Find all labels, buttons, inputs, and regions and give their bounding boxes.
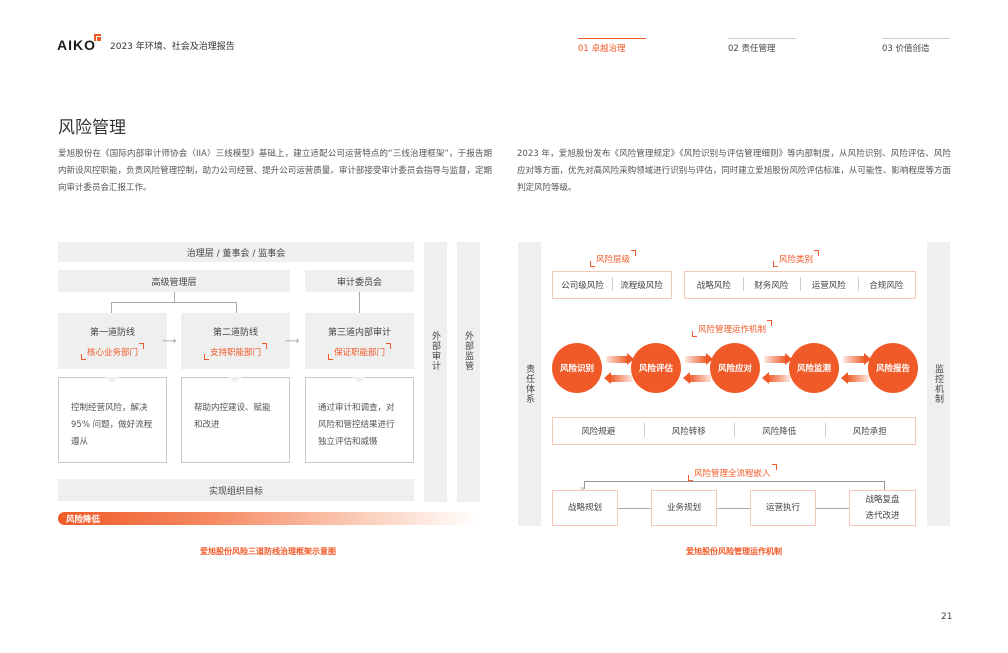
pointer-notch: [228, 377, 242, 383]
third-line-description: 通过审计和调查，对风险和管控结果进行独立评估和威慑: [305, 377, 414, 463]
logo-text: AIKO: [57, 37, 96, 53]
arrow-right-icon: [685, 353, 713, 365]
senior-management-bar: 高级管理层: [58, 270, 290, 292]
step-risk-monitoring: 风险监测: [789, 343, 839, 393]
mechanism-label: 风险管理运作机制: [692, 320, 773, 337]
right-diagram-caption: 爱旭股份风险管理运作机制: [686, 547, 782, 556]
embed-label: 风险管理全流程嵌入: [688, 464, 777, 481]
flow-business-planning: 业务规划: [651, 490, 717, 526]
risk-reduction-bar: 风险降低: [58, 512, 478, 525]
third-line-title: 第三道内部审计: [327, 327, 391, 338]
second-line-title: 第二道防线: [212, 327, 258, 338]
risk-response-item: 风险转移: [643, 423, 735, 437]
arrow-left-icon: [604, 372, 632, 384]
connector-line: [359, 292, 360, 313]
first-line-description: 控制经营风险，解决 95% 问题，做好流程遵从: [58, 377, 167, 463]
logo-square-icon: [94, 34, 101, 41]
step-risk-assessment: 风险评估: [631, 343, 681, 393]
second-line-box: 第二道防线 支持职能部门: [181, 313, 290, 369]
flow-connector: [717, 508, 750, 509]
section-title: 风险管理: [58, 118, 126, 138]
second-line-tag: 支持职能部门: [203, 342, 268, 360]
connector-line: [111, 302, 237, 303]
first-line-tag: 核心业务部门: [80, 342, 145, 360]
governance-bar: 治理层 / 董事会 / 监事会: [58, 242, 414, 262]
flow-connector: [816, 508, 849, 509]
first-line-box: 第一道防线 核心业务部门: [58, 313, 167, 369]
flow-review-line-1: 战略复盘: [865, 495, 900, 505]
pointer-notch: [105, 377, 119, 383]
embed-heading: 风险管理全流程嵌入: [688, 461, 777, 481]
connector-line: [236, 302, 237, 313]
risk-type-heading: 风险类别: [773, 247, 820, 267]
connector-line: [174, 292, 175, 302]
second-line-description: 帮助内控建设、赋能和改进: [181, 377, 290, 463]
risk-level-item: 流程级风险: [612, 277, 671, 291]
risk-responses-box: 风险规避 风险转移 风险降低 风险承担: [552, 417, 916, 445]
arrow-down-icon: ∨: [580, 485, 586, 493]
risk-reduction-label: 风险降低: [66, 515, 101, 525]
feedback-loop-line: [584, 481, 884, 482]
organization-goal-bar: 实现组织目标: [58, 479, 414, 501]
third-line-box: 第三道内部审计 保证职能部门: [305, 313, 414, 369]
monitoring-mechanism-label: 监控机制: [933, 364, 943, 404]
external-audit-label: 外部审计: [430, 331, 440, 371]
risk-types-box: 战略风险 财务风险 运营风险 合规风险: [684, 271, 916, 299]
first-line-title: 第一道防线: [89, 327, 135, 338]
arrow-right-icon: [843, 353, 871, 365]
page-number: 21: [941, 612, 953, 622]
feedback-loop-line: [884, 481, 885, 490]
arrow-right-icon: ⟶: [162, 336, 177, 347]
step-risk-identification: 风险识别: [552, 343, 602, 393]
intro-paragraph-left: 爱旭股份在《国际内部审计师协会（IIA）三线模型》基础上，建立适配公司运营特点的…: [58, 149, 492, 193]
risk-response-item: 风险降低: [734, 423, 825, 437]
responsibility-system-label: 责任体系: [524, 364, 534, 404]
connector-line: [111, 302, 112, 313]
external-audit-column: 外部审计: [424, 242, 447, 502]
risk-response-item: 风险承担: [824, 423, 916, 437]
risk-type-item: 财务风险: [742, 277, 801, 291]
risk-type-item: 运营风险: [800, 277, 858, 291]
flow-connector: [618, 508, 651, 509]
external-supervision-label: 外部监管: [463, 331, 473, 371]
arrow-right-icon: [764, 353, 792, 365]
risk-levels-box: 公司级风险 流程级风险: [552, 271, 672, 299]
arrow-right-icon: ⟶: [285, 336, 300, 347]
responsibility-system-column: 责任体系: [518, 242, 541, 526]
feedback-loop-line: [584, 481, 585, 489]
monitoring-mechanism-column: 监控机制: [927, 242, 950, 526]
mechanism-heading: 风险管理运作机制: [692, 317, 773, 337]
pointer-notch: [352, 377, 366, 383]
flow-review-line-2: 迭代改进: [865, 511, 900, 521]
risk-type-label: 风险类别: [773, 250, 820, 267]
external-supervision-column: 外部监管: [457, 242, 480, 502]
risk-level-item: 公司级风险: [561, 281, 604, 291]
risk-type-item: 战略风险: [696, 281, 731, 291]
nav-tab-value[interactable]: 03 价值创造: [882, 38, 950, 54]
step-risk-response: 风险应对: [710, 343, 760, 393]
flow-operation-execution: 运营执行: [750, 490, 816, 526]
arrow-right-icon: [606, 353, 634, 365]
risk-type-item: 合规风险: [857, 277, 916, 291]
risk-response-item: 风险规避: [581, 427, 616, 437]
arrow-left-icon: [841, 372, 869, 384]
risk-level-heading: 风险层级: [590, 247, 637, 267]
risk-level-label: 风险层级: [590, 250, 637, 267]
flow-strategic-review: 战略复盘 迭代改进: [849, 490, 916, 526]
step-risk-reporting: 风险报告: [868, 343, 918, 393]
third-line-tag: 保证职能部门: [327, 342, 392, 360]
aiko-logo: AIKO: [57, 34, 101, 53]
nav-tab-responsibility[interactable]: 02 责任管理: [728, 38, 796, 54]
left-diagram-caption: 爱旭股份风险三道防线治理框架示意图: [200, 547, 336, 556]
flow-strategic-planning: 战略规划: [552, 490, 618, 526]
intro-paragraph-right: 2023 年，爱旭股份发布《风险管理规定》《风险识别与评估管理细则》等内部制度，…: [517, 149, 951, 193]
report-title: 2023 年环境、社会及治理报告: [110, 42, 235, 52]
arrow-left-icon: [683, 372, 711, 384]
nav-tab-governance[interactable]: 01 卓越治理: [578, 38, 646, 54]
arrow-left-icon: [762, 372, 790, 384]
audit-committee-box: 审计委员会: [305, 270, 414, 292]
